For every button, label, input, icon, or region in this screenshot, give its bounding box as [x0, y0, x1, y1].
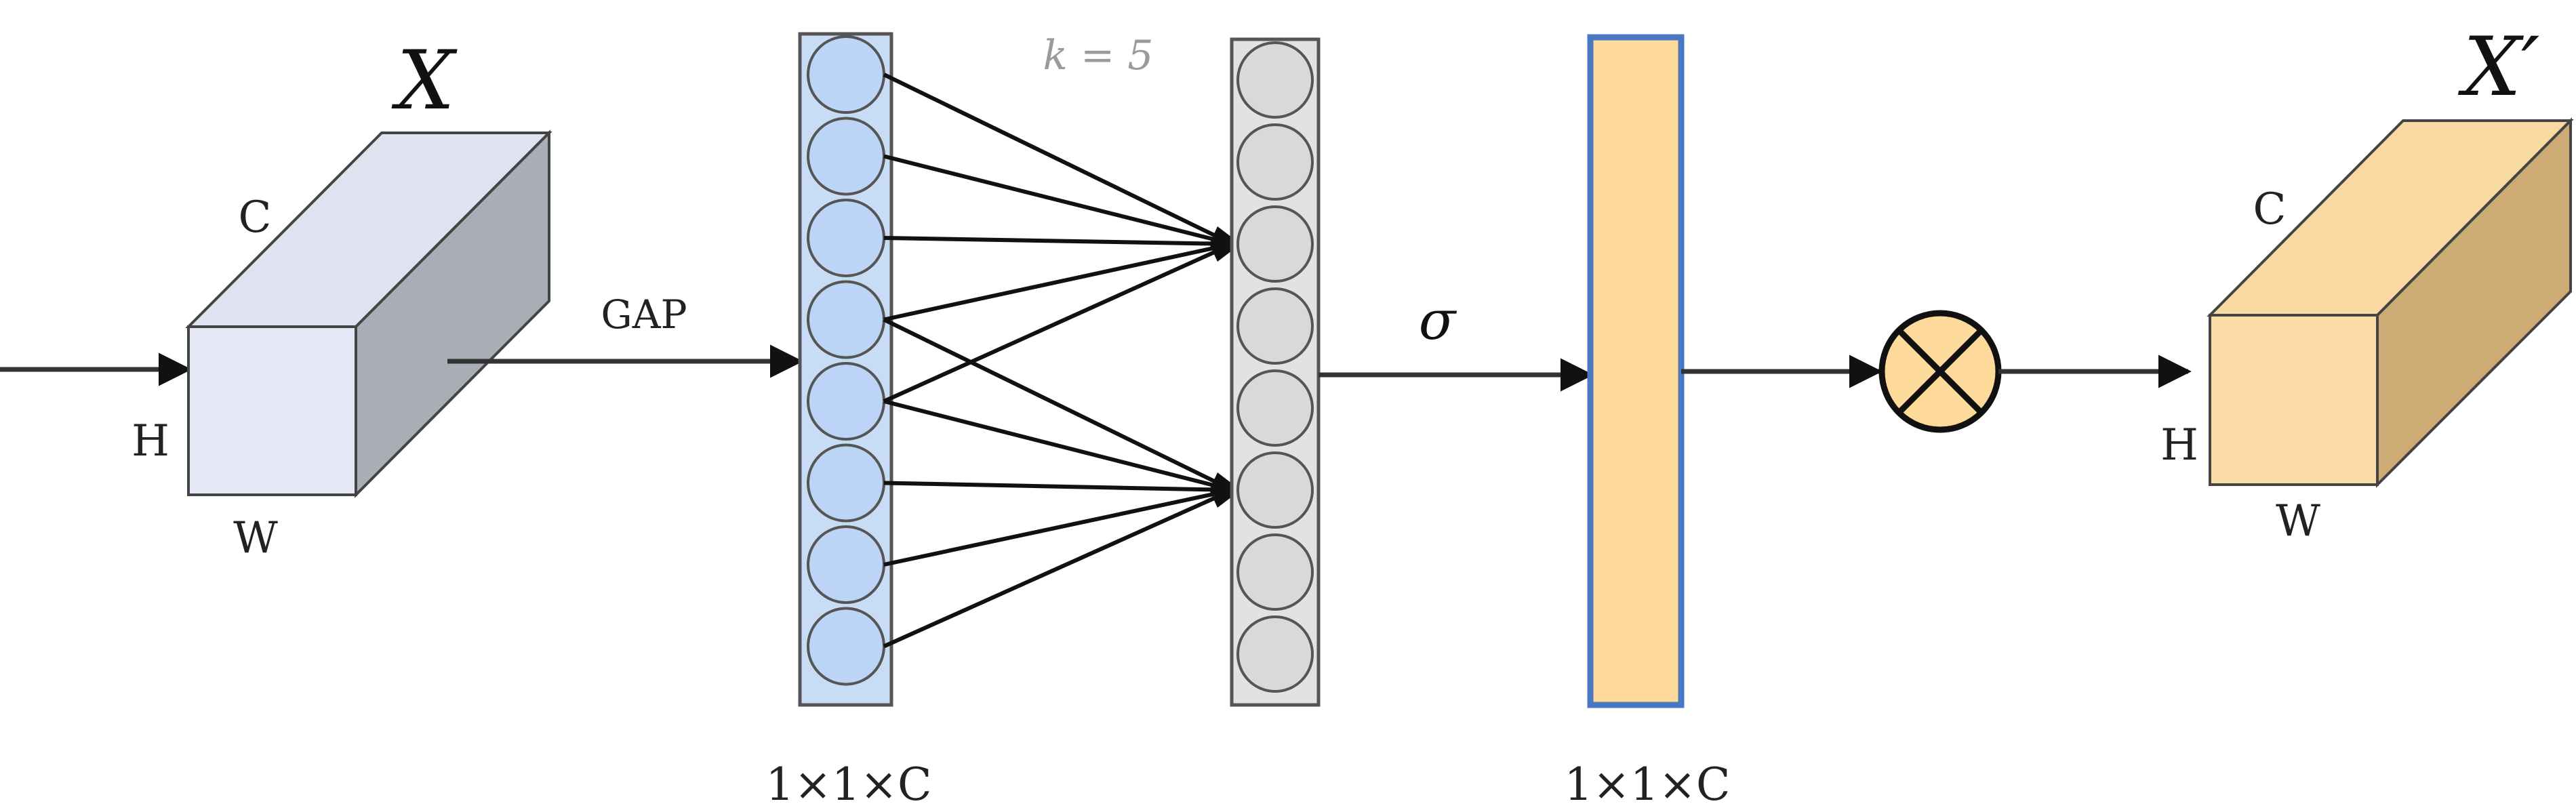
input-tensor-symbol: X — [391, 34, 458, 128]
conv-edge — [883, 317, 1234, 492]
output-tensor-dim-w: W — [2276, 496, 2320, 546]
conv-edge — [883, 73, 1234, 246]
conv-edge — [883, 242, 1233, 322]
conv-edge — [883, 399, 1233, 492]
input-tensor-dim-h: H — [132, 416, 169, 466]
input-tensor-dim-w: W — [233, 513, 278, 563]
pooled-node — [807, 443, 885, 523]
conv-output-vector — [1230, 37, 1321, 707]
conv-output-node — [1236, 41, 1314, 119]
output-tensor: X′ C H W — [2160, 20, 2574, 546]
conv-output-node — [1236, 205, 1314, 283]
conv-edge — [883, 481, 1233, 492]
output-tensor-dim-c: C — [2253, 184, 2287, 235]
gap-label: GAP — [601, 291, 687, 338]
conv-connections — [883, 73, 1241, 649]
conv-edge — [883, 236, 1233, 246]
input-tensor-dim-c: C — [239, 193, 272, 243]
pooled-node — [807, 362, 885, 441]
attention-vector: 1×1×C — [1564, 34, 1731, 810]
conv-output-node — [1236, 123, 1314, 201]
pooled-node — [807, 280, 885, 359]
conv-edge — [883, 488, 1233, 567]
conv-output-node — [1236, 615, 1314, 693]
output-tensor-front-face — [2209, 314, 2379, 486]
multiply-circle-icon — [1878, 310, 2002, 433]
pooled-node — [807, 199, 885, 277]
pooled-node — [807, 607, 885, 686]
conv-edge — [883, 242, 1234, 403]
output-tensor-dim-h: H — [2160, 420, 2198, 470]
input-tensor-front-face — [187, 325, 357, 496]
conv-edge — [883, 488, 1234, 649]
pooled-vector-caption: 1×1×C — [765, 758, 931, 810]
pooled-node — [807, 117, 885, 196]
pooled-node — [807, 35, 885, 114]
conv-kernel-label: k = 5 — [1043, 32, 1154, 79]
pooled-vector: 1×1×C — [765, 32, 932, 810]
conv-output-node — [1236, 533, 1314, 611]
conv-output-node — [1236, 451, 1314, 529]
conv-output-node — [1236, 287, 1314, 365]
input-tensor: X C H W — [132, 34, 552, 563]
output-tensor-symbol: X′ — [2458, 20, 2540, 115]
conv-edge — [883, 154, 1233, 246]
activation-label: σ — [1419, 289, 1457, 352]
conv-edge-arrowhead — [1209, 226, 1241, 262]
attention-vector-bar — [1587, 34, 1685, 708]
attention-vector-caption: 1×1×C — [1564, 758, 1730, 810]
conv-output-node — [1236, 369, 1314, 447]
pooled-node — [807, 525, 885, 604]
conv-edge-arrowhead — [1209, 472, 1241, 508]
